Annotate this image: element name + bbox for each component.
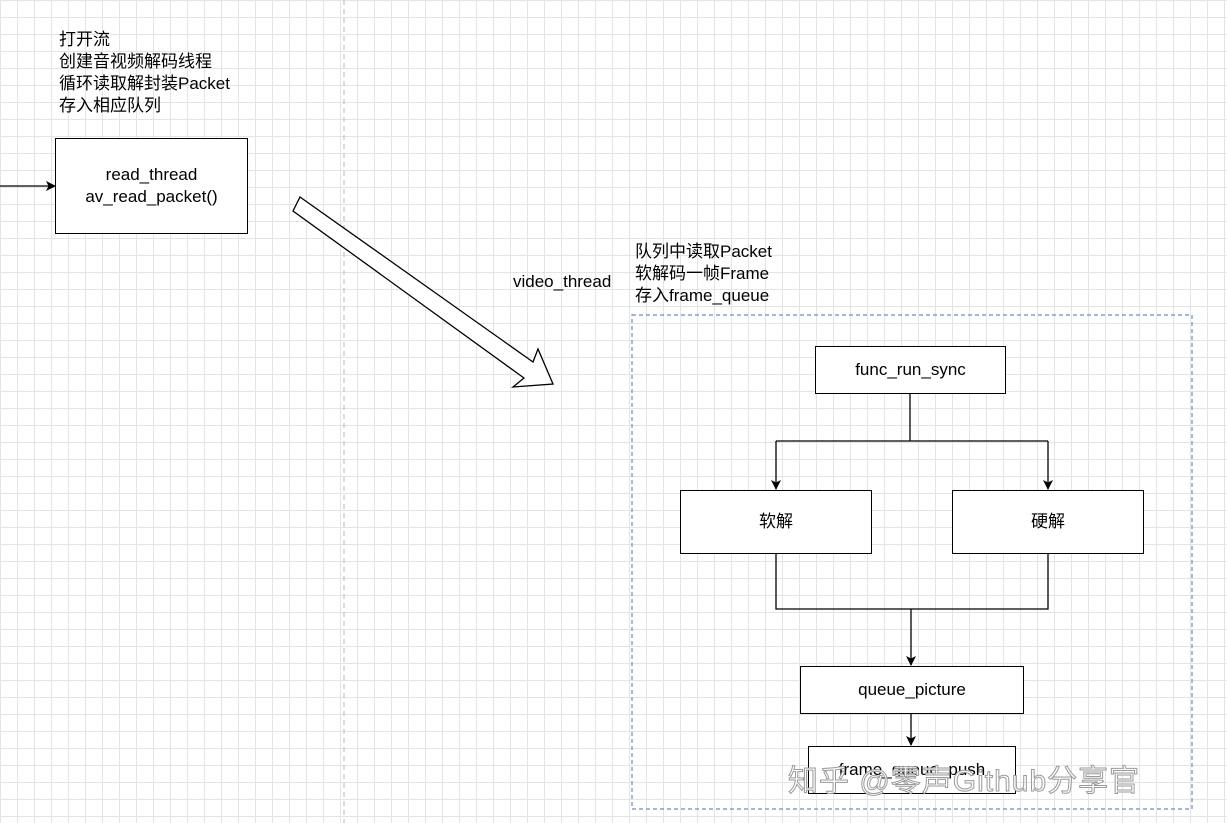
soft-decode-label: 软解	[759, 512, 793, 531]
queue-picture-node[interactable]: queue_picture	[800, 666, 1024, 714]
edge-merge	[775, 554, 1049, 610]
video-thread-label: video_thread	[513, 272, 612, 291]
video-note-line: 队列中读取Packet	[635, 242, 772, 261]
func-run-sync-node[interactable]: func_run_sync	[815, 346, 1006, 394]
big-arrow-to-video-thread	[292, 196, 554, 388]
read-thread-label: read_thread	[105, 165, 198, 184]
watermark-text: 知乎 @零声Github分享官	[787, 765, 1141, 799]
hard-decode-node[interactable]: 硬解	[952, 490, 1144, 554]
queue-picture-label: queue_picture	[858, 680, 966, 699]
frame-queue-push-node[interactable]: frame_queue_push	[808, 746, 1016, 794]
video-note-line: 存入frame_queue	[635, 286, 770, 305]
read-thread-note: 打开流 创建音视频解码线程 循环读取解封装Packet 存入相应队列	[59, 29, 230, 117]
video-note-line: 软解码一帧Frame	[635, 264, 770, 283]
func-run-sync-label: func_run_sync	[855, 360, 966, 379]
read-note-line: 打开流	[59, 30, 110, 49]
video-thread-group	[631, 314, 1193, 810]
video-thread-note: 队列中读取Packet 软解码一帧Frame 存入frame_queue	[635, 241, 772, 307]
read-thread-node[interactable]: read_thread av_read_packet()	[55, 138, 248, 234]
read-note-line: 创建音视频解码线程	[59, 52, 212, 71]
frame-queue-push-label: frame_queue_push	[838, 760, 986, 779]
soft-decode-node[interactable]: 软解	[680, 490, 872, 554]
read-note-line: 存入相应队列	[59, 96, 161, 115]
read-note-line: 循环读取解封装Packet	[59, 74, 230, 93]
hard-decode-label: 硬解	[1031, 512, 1065, 531]
read-packet-label: av_read_packet()	[85, 187, 218, 206]
